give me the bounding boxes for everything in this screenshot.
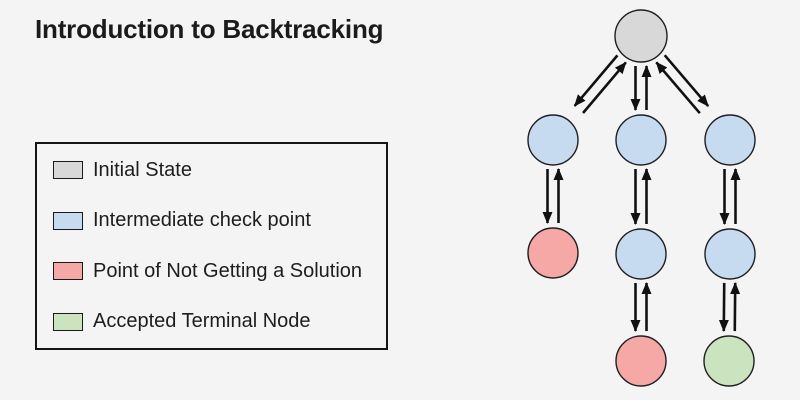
legend-box: Initial State Intermediate check point P… [35,142,388,350]
legend-item-initial-state: Initial State [37,146,386,194]
accepted-terminal-swatch [53,312,83,331]
tree-node-accepted [703,335,755,387]
legend-label: Intermediate check point [93,209,311,232]
legend-label: Point of Not Getting a Solution [93,259,363,282]
tree-node-intermediate [527,114,579,166]
edge-arrow [663,54,710,107]
legend-label: Accepted Terminal Node [93,310,311,333]
edge-arrow [582,61,627,114]
legend-label: Initial State [93,158,192,181]
tree-node-dead_end [527,227,579,279]
legend-item-intermediate-checkpoint: Intermediate check point [37,197,386,245]
page-title: Introduction to Backtracking [35,14,384,44]
initial-state-swatch [53,161,83,180]
legend-item-no-solution: Point of Not Getting a Solution [37,247,386,295]
edge-arrow [655,61,701,115]
tree-node-intermediate [615,228,667,280]
tree-node-intermediate [704,114,756,166]
legend-item-accepted-terminal: Accepted Terminal Node [37,298,386,346]
no-solution-swatch [53,262,83,281]
intermediate-checkpoint-swatch [53,211,83,230]
edge-arrow [573,54,619,107]
tree-node-dead_end [615,335,667,387]
tree-node-intermediate [615,114,667,166]
tree-node-initial [614,9,668,63]
tree-node-intermediate [704,228,756,280]
